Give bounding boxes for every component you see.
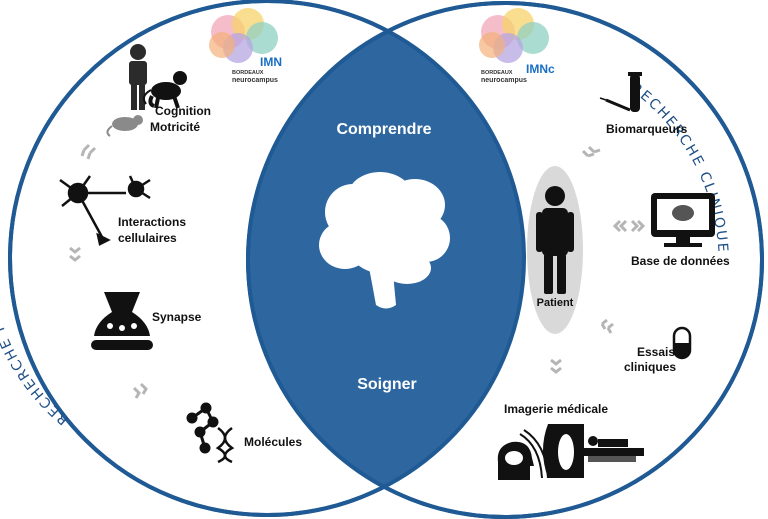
essais-label-2: cliniques <box>624 360 676 374</box>
chevron-icon <box>600 318 614 334</box>
intersection-lens <box>248 3 524 515</box>
center-top-label: Comprendre <box>336 121 431 138</box>
imnc-logo-line1: BORDEAUX <box>481 70 513 76</box>
biomarqueurs-label: Biomarqueurs <box>606 122 688 136</box>
molecule-icon <box>186 402 219 454</box>
imn-logo-line2: neurocampus <box>232 77 278 84</box>
neuron-icon <box>59 175 151 246</box>
chevron-icon <box>581 145 601 158</box>
imnc-logo-name: IMNc <box>526 62 555 76</box>
synapse-icon <box>91 292 153 350</box>
base-label: Base de données <box>631 254 730 268</box>
monitor-icon <box>651 193 715 247</box>
monkey-icon <box>142 71 187 109</box>
chevron-icon <box>612 219 646 233</box>
patient-icon <box>536 186 574 294</box>
chevron-icon <box>69 246 81 262</box>
chevron-icon <box>80 143 97 160</box>
chevron-icon <box>132 382 148 399</box>
motricite-label: Motricité <box>150 120 200 134</box>
imagerie-label: Imagerie médicale <box>504 402 608 416</box>
synapse-label: Synapse <box>152 310 202 324</box>
mri-scanner-icon <box>543 424 644 478</box>
interactions-label-2: cellulaires <box>118 231 177 245</box>
imn-logo: IMN BORDEAUX neurocampus <box>209 8 282 84</box>
test-tube-icon <box>599 72 642 112</box>
dna-icon <box>215 426 235 464</box>
pill-icon <box>672 326 692 360</box>
imn-logo-line1: BORDEAUX <box>232 70 264 76</box>
human-icon <box>129 44 147 110</box>
head-scan-icon <box>497 429 549 480</box>
patient-label: Patient <box>537 297 574 309</box>
center-bottom-label: Soigner <box>357 376 417 393</box>
imnc-logo-line2: neurocampus <box>481 77 527 84</box>
molecules-label: Molécules <box>244 435 302 449</box>
imnc-logo: IMNc BORDEAUX neurocampus <box>479 8 555 84</box>
interactions-label-1: Interactions <box>118 215 186 229</box>
chevron-icon <box>550 358 562 374</box>
cognition-label: Cognition <box>155 104 211 118</box>
rat-icon <box>106 115 143 137</box>
essais-label-1: Essais <box>637 345 675 359</box>
brain-icon <box>319 172 450 309</box>
imn-logo-name: IMN <box>260 55 282 69</box>
